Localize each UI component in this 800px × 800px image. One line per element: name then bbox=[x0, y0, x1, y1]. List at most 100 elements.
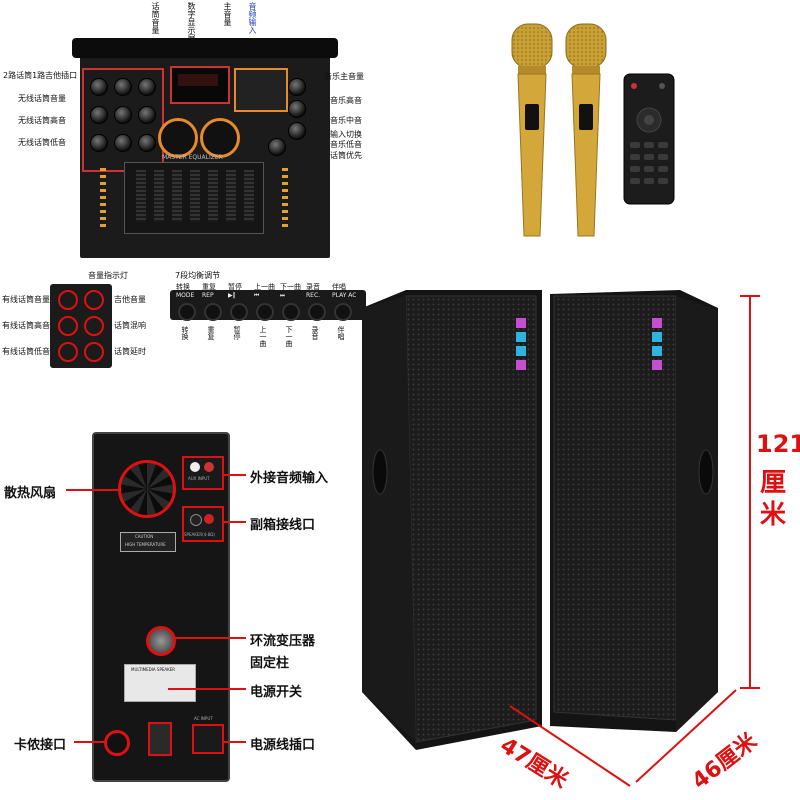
label-fixing-post: 固定柱 bbox=[250, 656, 290, 671]
knob[interactable] bbox=[268, 138, 286, 156]
knob[interactable] bbox=[84, 316, 104, 336]
knob[interactable] bbox=[114, 106, 132, 124]
microphone-icon bbox=[511, 23, 553, 237]
eq-slider[interactable] bbox=[172, 170, 182, 222]
mode-button-top-label: 转换 bbox=[176, 283, 190, 291]
label-music-master-volume: 音乐主音量 bbox=[324, 72, 364, 81]
knob[interactable] bbox=[288, 78, 306, 96]
eq-slider[interactable] bbox=[154, 170, 164, 222]
dimension-lines bbox=[509, 295, 760, 787]
label-mic-guitar-jack: 2路话筒1路吉他插口 bbox=[3, 71, 78, 80]
ac-input-label: AC INPUT bbox=[194, 716, 213, 721]
knob[interactable] bbox=[288, 122, 306, 140]
knob[interactable] bbox=[288, 100, 306, 118]
caution-title: CAUTION bbox=[135, 534, 154, 539]
mode-button-top-label: 上一曲 bbox=[254, 283, 275, 291]
mode-button[interactable] bbox=[334, 303, 352, 321]
mode-button-en-label: REP bbox=[202, 292, 214, 299]
label-music-mid: 音乐中音 bbox=[330, 116, 362, 125]
mode-button[interactable] bbox=[178, 303, 196, 321]
label-wireless-mic-bass: 无线话筒低音 bbox=[18, 138, 66, 147]
label-speaker-output: 副箱接线口 bbox=[250, 518, 316, 533]
mode-button[interactable] bbox=[308, 303, 326, 321]
callout-line bbox=[222, 741, 246, 743]
knob[interactable] bbox=[138, 78, 156, 96]
spec-plate: MULTIMEDIA SPEAKER bbox=[124, 664, 196, 702]
mode-button[interactable] bbox=[230, 303, 248, 321]
knob[interactable] bbox=[114, 78, 132, 96]
eq-slider[interactable] bbox=[190, 170, 200, 222]
speaker-cabinet-left bbox=[362, 290, 542, 750]
mode-button-bottom-label: 下一曲 bbox=[285, 326, 293, 347]
knob[interactable] bbox=[138, 106, 156, 124]
eq-slider[interactable] bbox=[244, 170, 254, 222]
mixer-top-bar bbox=[72, 38, 338, 58]
speaker-output-jack[interactable] bbox=[182, 506, 224, 542]
knob[interactable] bbox=[58, 290, 78, 310]
mode-button-top-label: 伴唱 bbox=[332, 283, 346, 291]
mode-button[interactable] bbox=[204, 303, 222, 321]
eq-slider[interactable] bbox=[208, 170, 218, 222]
master-volume-knob[interactable] bbox=[158, 118, 198, 158]
callout-line bbox=[74, 741, 104, 743]
mode-button[interactable] bbox=[256, 303, 274, 321]
label-input-switch: 输入切换 bbox=[330, 130, 362, 139]
xlr-jack[interactable] bbox=[104, 730, 130, 756]
label-music-bass: 音乐低音 bbox=[330, 140, 362, 149]
label-transformer: 环流变压器 bbox=[250, 634, 316, 649]
level-indicator bbox=[100, 168, 106, 228]
caution-plate: CAUTION HIGH TEMPERATURE bbox=[120, 532, 176, 552]
callout-line bbox=[222, 521, 246, 523]
tower-speakers-image bbox=[362, 290, 718, 750]
audio-input-box bbox=[234, 68, 288, 112]
caution-text: HIGH TEMPERATURE bbox=[125, 542, 166, 547]
label-mic-delay: 话筒延时 bbox=[114, 347, 146, 356]
eq-slider[interactable] bbox=[136, 170, 146, 222]
label-wired-mic-treble: 有线话筒高音 bbox=[2, 321, 50, 330]
mixer-panel: MASTER EQUALIZER bbox=[62, 38, 350, 258]
callout-line bbox=[168, 688, 246, 690]
power-switch[interactable] bbox=[148, 722, 172, 756]
label-wired-mic-bass: 有线话筒低音 bbox=[2, 347, 50, 356]
mode-button-top-label: 录音 bbox=[306, 283, 320, 291]
cooling-fan bbox=[118, 460, 176, 518]
microphone-icon bbox=[565, 23, 607, 237]
mode-button-bottom-label: 重复 bbox=[207, 326, 215, 340]
knob[interactable] bbox=[58, 342, 78, 362]
knob[interactable] bbox=[58, 316, 78, 336]
mode-button-top-label: 暂停 bbox=[228, 283, 242, 291]
knob[interactable] bbox=[90, 106, 108, 124]
knob[interactable] bbox=[90, 78, 108, 96]
mode-button-en-label: MODE bbox=[176, 292, 195, 299]
aux-input-jack[interactable] bbox=[182, 456, 224, 490]
callout-line bbox=[222, 474, 246, 476]
label-music-treble: 音乐高音 bbox=[330, 96, 362, 105]
mode-button[interactable] bbox=[282, 303, 300, 321]
knob[interactable] bbox=[84, 342, 104, 362]
knob[interactable] bbox=[138, 134, 156, 152]
digital-display bbox=[170, 66, 230, 104]
label-wired-mic-volume: 有线话筒音量 bbox=[2, 295, 50, 304]
label-wireless-mic-volume: 无线话筒音量 bbox=[18, 94, 66, 103]
dimension-height-unit-1: 厘 bbox=[760, 468, 787, 498]
power-inlet[interactable] bbox=[192, 724, 224, 754]
knob[interactable] bbox=[90, 134, 108, 152]
label-digital-display: 数字显示屏 bbox=[187, 2, 196, 42]
label-wireless-mic-treble: 无线话筒高音 bbox=[18, 116, 66, 125]
label-main-volume: 主音量 bbox=[223, 2, 232, 26]
spec-plate-title: MULTIMEDIA SPEAKER bbox=[131, 667, 176, 672]
callout-line bbox=[66, 489, 118, 491]
master-volume-knob[interactable] bbox=[200, 118, 240, 158]
speaker-cabinet-right bbox=[550, 290, 718, 732]
wireless-microphones-image bbox=[511, 23, 607, 237]
mode-button-en-label: ⏮ bbox=[254, 292, 260, 299]
knob[interactable] bbox=[114, 134, 132, 152]
knob[interactable] bbox=[84, 290, 104, 310]
mode-button-en-label: ▶‖ bbox=[228, 292, 236, 299]
mode-button-bottom-label: 上一曲 bbox=[259, 326, 267, 347]
label-power-switch: 电源开关 bbox=[250, 685, 303, 700]
mode-button-en-label: PLAY ACCOMPANIMENT bbox=[332, 292, 356, 299]
mode-button-bottom-label: 转换 bbox=[181, 326, 189, 340]
label-audio-input: 音频输入 bbox=[248, 2, 257, 34]
eq-slider[interactable] bbox=[226, 170, 236, 222]
